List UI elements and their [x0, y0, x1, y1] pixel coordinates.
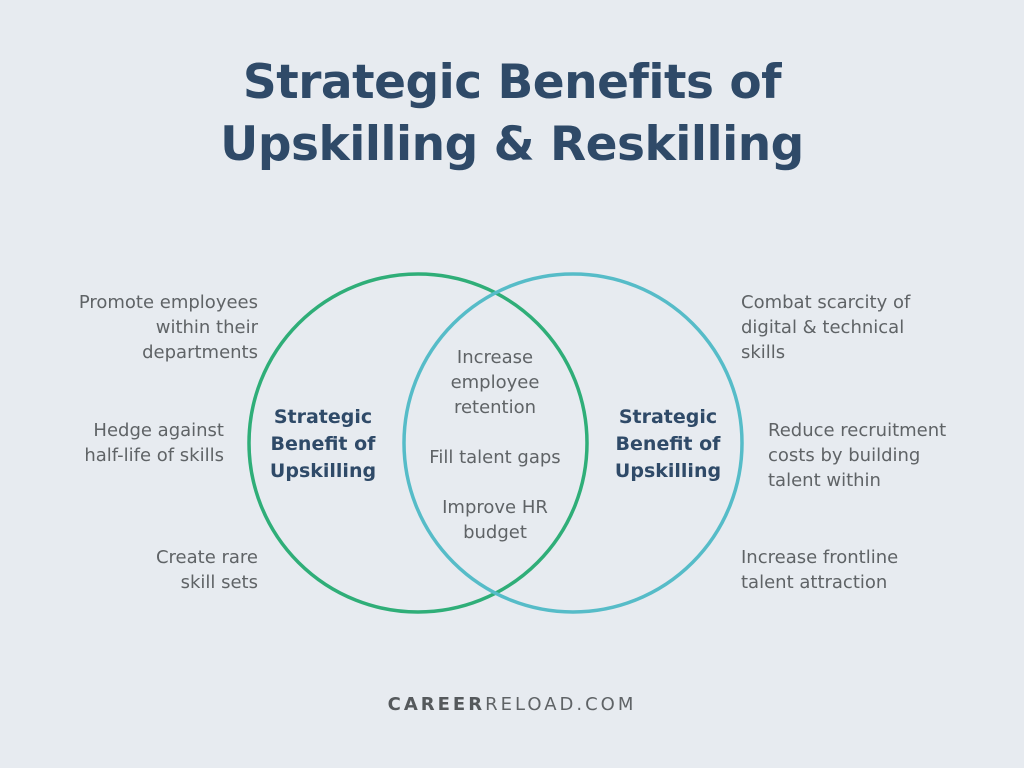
footer-brand-bold: CAREER [387, 694, 486, 715]
page-title: Strategic Benefits of Upskilling & Reski… [0, 52, 1024, 176]
right-circle [402, 272, 744, 614]
title-line-2: Upskilling & Reskilling [220, 117, 804, 172]
left-item-3: Create rare skill sets [155, 547, 258, 593]
left-circle-label: Strategic Benefit of Upskilling [269, 406, 377, 482]
footer-brand: CAREERRELOAD.COM [0, 694, 1024, 715]
right-item-2: Reduce recruitment costs by building tal… [768, 420, 947, 491]
left-circle [247, 272, 589, 614]
right-circle-label: Strategic Benefit of Upskilling [614, 406, 722, 482]
shared-item-3: Improve HR budget [442, 497, 548, 543]
right-item-1: Combat scarcity of digital & technical s… [741, 292, 911, 363]
footer-brand-rest: RELOAD.COM [485, 694, 637, 715]
title-line-1: Strategic Benefits of [242, 55, 782, 110]
shared-item-2: Fill talent gaps [429, 447, 561, 468]
left-item-1: Promote employees within their departmen… [78, 292, 258, 363]
shared-item-1: Increase employee retention [450, 347, 540, 418]
left-item-2: Hedge against half-life of skills [84, 420, 224, 466]
right-item-3: Increase frontline talent attraction [741, 547, 899, 593]
